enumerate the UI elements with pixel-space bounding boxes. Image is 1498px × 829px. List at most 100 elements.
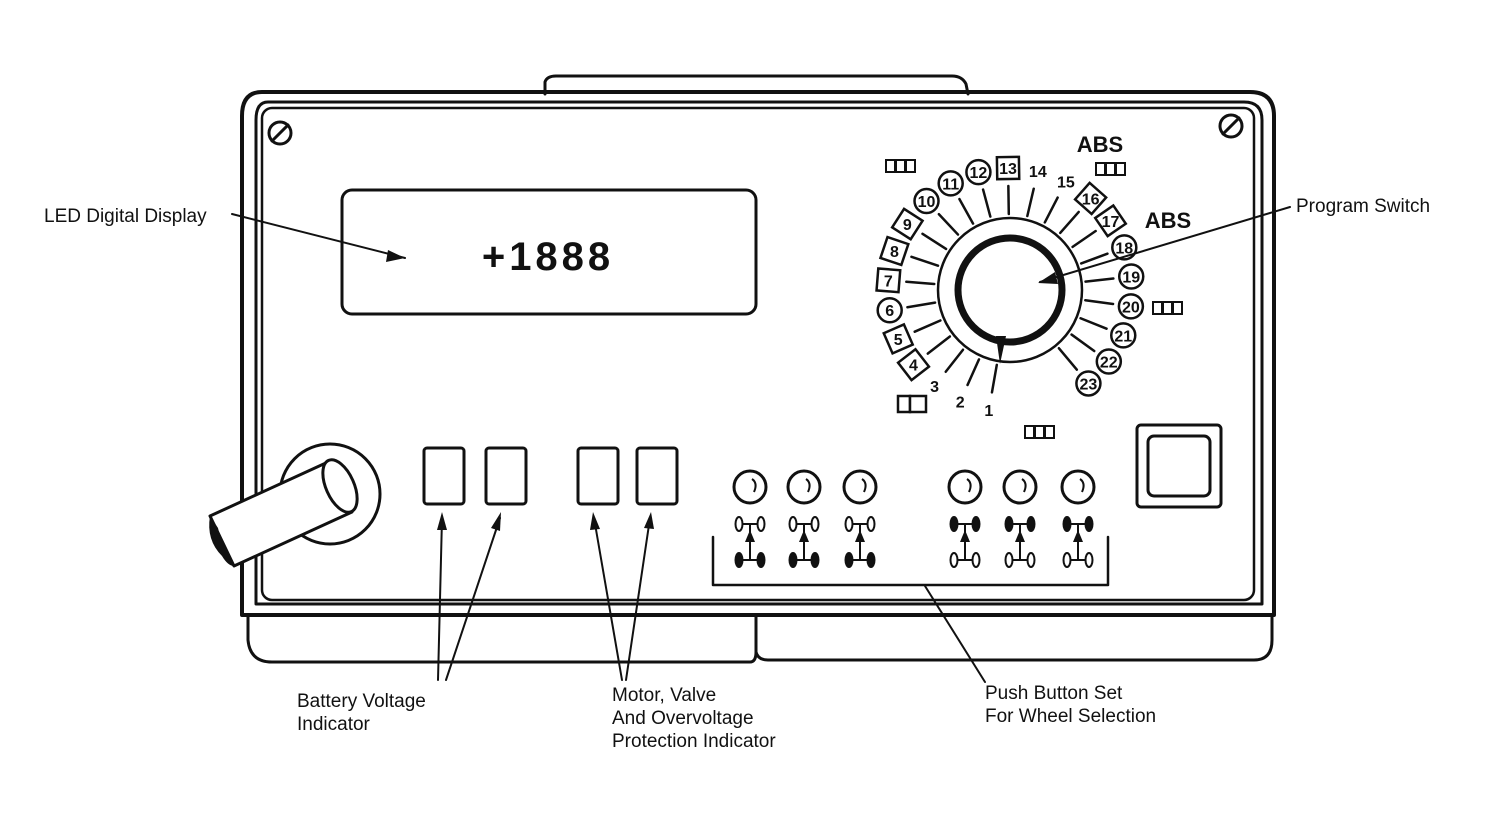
program-switch-label: Program Switch (1296, 196, 1430, 217)
program-switch-knob[interactable] (954, 234, 1066, 346)
dial-tick (1079, 316, 1108, 330)
dial-position-14[interactable]: 14 (1029, 164, 1047, 181)
dial-position-label: 15 (1057, 175, 1075, 192)
dial-position-label: 13 (999, 161, 1017, 178)
wheel-axle-icon (949, 516, 981, 568)
dial-position-2[interactable]: 2 (956, 394, 965, 411)
battery-label-line-2: Indicator (297, 714, 371, 735)
dial-position-marker (890, 207, 925, 241)
base-left (246, 613, 758, 664)
wheel-button-2[interactable] (786, 469, 822, 568)
dial-position-21[interactable]: 21 (1110, 322, 1137, 349)
dial-position-label: 18 (1115, 240, 1133, 257)
dial-tick (937, 212, 960, 236)
dial-position-marker (1110, 322, 1137, 349)
wheel-button-cap[interactable] (1060, 469, 1096, 505)
motor-valve-indicator-1 (576, 446, 620, 506)
dial-position-label: 4 (909, 358, 918, 375)
dial-position-label: 10 (918, 194, 936, 211)
wheel-button-1[interactable] (732, 469, 768, 568)
dial-position-10[interactable]: 10 (913, 187, 940, 215)
push-button-leader (924, 585, 986, 683)
dial-position-4[interactable]: 4 (896, 347, 931, 382)
motor-arrowhead-2 (644, 512, 654, 529)
dial-tick (1084, 277, 1115, 283)
battery-voltage-indicator-1 (422, 446, 466, 506)
dial-position-8[interactable]: 8 (878, 235, 910, 267)
motor-label-line-3: Protection Indicator (612, 731, 776, 752)
wheel-axle-icon (788, 516, 820, 568)
dial-tick (1026, 187, 1035, 218)
dial-position-marker (1073, 181, 1108, 216)
wheel-button-6[interactable] (1060, 469, 1096, 568)
dial-position-6[interactable]: 6 (876, 296, 903, 324)
dial-tick (1058, 210, 1080, 235)
wheel-button-4[interactable] (947, 469, 983, 568)
motor-label-line-1: Motor, Valve (612, 685, 716, 706)
dial-position-11[interactable]: 11 (937, 170, 964, 197)
dial-position-18[interactable]: 18 (1111, 234, 1138, 261)
dial-tick (958, 197, 975, 225)
triple-box-marker (885, 159, 916, 173)
dial-tick (966, 358, 981, 387)
dial-position-label: 1 (984, 403, 993, 420)
dial-position-label: 19 (1122, 269, 1140, 286)
wheel-selection-buttons (732, 469, 1096, 568)
dial-position-15[interactable]: 15 (1057, 175, 1075, 192)
program-switch-ring (936, 216, 1084, 364)
dial-position-marker (913, 187, 940, 215)
dial-position-13[interactable]: 13 (995, 155, 1021, 181)
wheel-button-cap[interactable] (732, 469, 768, 505)
square-key-button[interactable] (1146, 434, 1212, 498)
triple-box-marker (1152, 301, 1183, 315)
dial-position-label: 17 (1102, 214, 1120, 231)
outer-case (240, 90, 1276, 617)
dial-position-7[interactable]: 7 (875, 267, 902, 294)
dial-position-23[interactable]: 23 (1075, 370, 1102, 397)
dial-tick (944, 348, 965, 373)
motor-leader (593, 517, 651, 681)
dial-position-marker (995, 155, 1021, 181)
inner-bevel (254, 100, 1264, 606)
battery-arrowhead-1 (437, 512, 447, 530)
dial-position-marker (1117, 293, 1145, 320)
wheel-button-5[interactable] (1002, 469, 1038, 568)
dial-position-12[interactable]: 12 (965, 158, 992, 186)
dial-position-label: 7 (884, 273, 893, 290)
wheel-button-cap[interactable] (1002, 469, 1038, 505)
dial-position-marker (876, 296, 903, 324)
dial-position-9[interactable]: 9 (890, 207, 925, 241)
dial-position-22[interactable]: 22 (1095, 348, 1123, 375)
abs-label-right: ABS (1145, 208, 1191, 233)
dial-position-marker (937, 170, 964, 197)
wheel-button-cap[interactable] (786, 469, 822, 505)
dial-position-20[interactable]: 20 (1117, 293, 1145, 320)
wheel-button-3[interactable] (842, 469, 878, 568)
dial-position-3[interactable]: 3 (930, 379, 939, 396)
push-button-label-line-1: Push Button Set (985, 683, 1123, 704)
program-switch-leader (1039, 206, 1291, 283)
dial-position-16[interactable]: 16 (1073, 181, 1108, 216)
led-display-arrowhead (386, 250, 405, 262)
wheel-button-cap[interactable] (842, 469, 878, 505)
wheel-button-cap[interactable] (947, 469, 983, 505)
battery-label-line-1: Battery Voltage (297, 691, 426, 712)
dial-position-17[interactable]: 17 (1093, 203, 1128, 238)
dial-position-label: 12 (970, 165, 988, 182)
dial-position-marker (1075, 370, 1102, 397)
device-housing (240, 74, 1276, 664)
square-key-frame (1135, 423, 1223, 509)
wheel-axle-icon (1062, 516, 1094, 568)
dial-position-label: 3 (930, 379, 939, 396)
dial-position-1[interactable]: 1 (984, 403, 993, 420)
dial-position-label: 11 (942, 176, 959, 193)
dial-position-5[interactable]: 5 (882, 322, 915, 356)
dial-tick (1057, 346, 1079, 371)
dial-position-label: 14 (1029, 164, 1047, 181)
dial-position-19[interactable]: 19 (1117, 263, 1145, 290)
dial-position-label: 8 (890, 244, 899, 261)
dial-tick (1084, 298, 1115, 306)
double-box-marker (896, 394, 928, 414)
